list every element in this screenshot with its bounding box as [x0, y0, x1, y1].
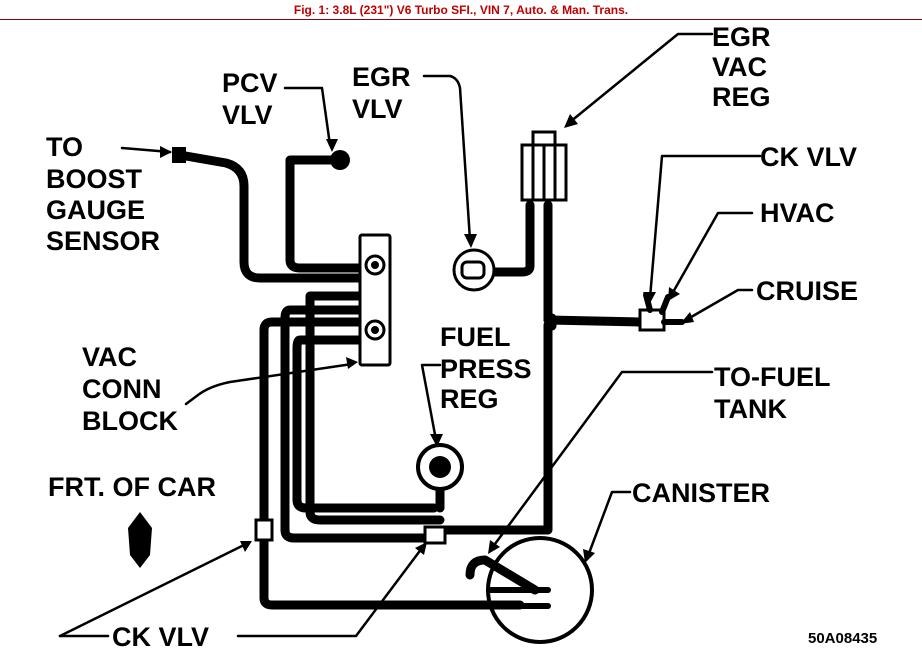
figure-header: Fig. 1: 3.8L (231") V6 Turbo SFI., VIN 7…: [0, 0, 922, 20]
svg-text:PRESS: PRESS: [440, 354, 532, 384]
label-ck-vlv-top: CK VLV: [760, 142, 857, 172]
tee-fitting: [547, 292, 685, 332]
svg-text:EGR: EGR: [712, 22, 771, 52]
ck-vlv-left: [254, 518, 274, 542]
ck-vlv-center: [423, 525, 447, 545]
label-pcv-vlv: PCV VLV: [222, 68, 278, 130]
egr-vac-regulator: [520, 130, 568, 202]
svg-text:CONN: CONN: [82, 374, 162, 404]
hose-block-to-ck-vlv-left: [259, 317, 365, 525]
svg-text:REG: REG: [440, 384, 499, 414]
svg-text:SENSOR: SENSOR: [46, 226, 160, 256]
hose-center-ck-vlv-trunk: [441, 320, 553, 535]
hose-canister-inlet: [465, 555, 540, 595]
svg-text:BOOST: BOOST: [46, 164, 143, 194]
fuel-pressure-regulator: [416, 443, 464, 491]
hose-boost-sensor: [175, 150, 365, 283]
label-fuel-press-reg: FUEL PRESS REG: [440, 322, 532, 414]
svg-text:TO-FUEL: TO-FUEL: [714, 362, 831, 392]
figure-code: 50A08435: [808, 630, 877, 647]
label-ck-vlv-bottom: CK VLV: [112, 622, 209, 648]
label-vac-conn-block: VAC CONN BLOCK: [82, 342, 178, 436]
svg-text:TO: TO: [46, 132, 83, 162]
hose-egr-reg-to-egr-valve: [475, 200, 535, 277]
svg-text:GAUGE: GAUGE: [46, 195, 145, 225]
hose-block-to-ck-vlv-center: [280, 305, 430, 543]
label-frt-of-car: FRT. OF CAR: [48, 472, 216, 502]
hose-ck-vlv-to-canister: [259, 535, 525, 610]
hose-block-to-fuel-press-reg: [292, 335, 439, 513]
svg-text:VLV: VLV: [222, 100, 273, 130]
pcv-valve: [330, 150, 350, 170]
svg-text:TANK: TANK: [714, 394, 787, 424]
canister: [486, 536, 594, 644]
svg-text:FUEL: FUEL: [440, 322, 511, 352]
front-of-car-arrow: [128, 512, 152, 568]
label-to-fuel-tank: TO-FUEL TANK: [714, 362, 831, 424]
svg-text:REG: REG: [712, 82, 771, 112]
figure-title: Fig. 1: 3.8L (231") V6 Turbo SFI., VIN 7…: [293, 2, 629, 17]
egr-valve: [452, 248, 496, 292]
hose-trunk-to-tee: [543, 315, 645, 327]
boost-sensor-stub: [172, 147, 186, 163]
hose-pcv: [285, 155, 365, 273]
label-egr-vac-reg: EGR VAC REG: [712, 22, 771, 112]
svg-text:VAC: VAC: [712, 52, 767, 82]
svg-text:VLV: VLV: [352, 94, 403, 124]
label-to-boost-gauge-sensor: TO BOOST GAUGE SENSOR: [46, 132, 160, 256]
svg-text:VAC: VAC: [82, 342, 137, 372]
svg-text:PCV: PCV: [222, 68, 278, 98]
label-cruise: CRUISE: [756, 276, 858, 306]
label-canister: CANISTER: [632, 478, 770, 508]
vac-conn-block: [358, 233, 392, 367]
leader-lines: [58, 32, 762, 638]
svg-text:EGR: EGR: [352, 62, 411, 92]
vacuum-hoses: [175, 150, 645, 610]
label-egr-vlv: EGR VLV: [352, 62, 411, 124]
label-hvac: HVAC: [760, 198, 835, 228]
svg-text:BLOCK: BLOCK: [82, 406, 178, 436]
